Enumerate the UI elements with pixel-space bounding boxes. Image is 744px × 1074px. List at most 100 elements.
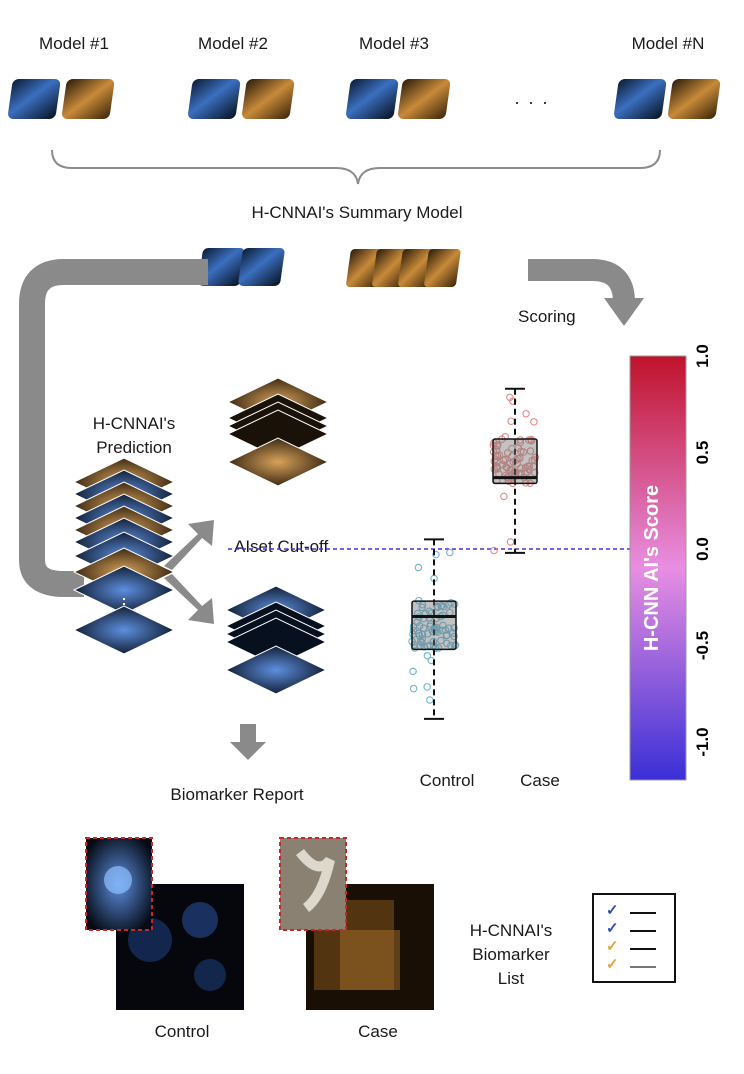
control-point (409, 622, 418, 631)
case-zoom-inset (279, 837, 347, 931)
y-ticks: 1.0 0.5 0.0 -0.5 -1.0 (693, 344, 712, 756)
control-point (426, 696, 434, 704)
y-tick-label: -0.5 (693, 631, 712, 660)
control-point (443, 639, 451, 648)
control-point (409, 684, 418, 693)
prediction-label-line2: Prediction (96, 438, 172, 457)
case-stack (226, 377, 330, 487)
down-arrow (230, 724, 266, 760)
case-point (499, 461, 507, 469)
control-point (417, 637, 425, 645)
control-point (423, 683, 431, 691)
control-point (439, 621, 447, 630)
biomarker-list-line1: H-CNNAI's (469, 921, 553, 940)
summary-blue-1 (198, 248, 245, 286)
case-point (500, 492, 508, 501)
biomarker-check-1: ✓ (606, 902, 666, 921)
model-3-orange-thumb (398, 79, 451, 119)
models-ellipsis: . . . (514, 88, 550, 108)
check-icon: ✓ (606, 902, 619, 919)
model-n-label: Model #N (631, 34, 705, 53)
model-2-label: Model #2 (198, 34, 268, 53)
y-tick-label: 0.5 (693, 441, 712, 465)
control-point (432, 627, 440, 635)
model-1-orange-thumb (62, 79, 115, 119)
biomarker-report-label: Biomarker Report (170, 785, 304, 804)
prediction-stack (72, 457, 176, 655)
model-1-label: Model #1 (39, 34, 109, 53)
case-point (507, 417, 515, 425)
loop-arrow (19, 259, 208, 597)
control-point (445, 624, 453, 632)
x-label-control: Control (419, 771, 475, 790)
bottom-case-panel (279, 837, 434, 1010)
x-label-case: Case (520, 771, 560, 790)
bottom-control-panel (85, 837, 244, 1010)
case-point (519, 448, 528, 456)
case-point (530, 418, 538, 426)
biomarker-check-4: ✓ (606, 956, 666, 975)
model-3-blue-thumb (346, 79, 399, 119)
stack-slice-9 (72, 565, 176, 615)
case-point (506, 538, 515, 546)
model-2-blue-thumb (188, 79, 241, 119)
summary-blue-2 (238, 248, 285, 286)
case-box (492, 438, 538, 485)
bottom-case-label: Case (358, 1022, 398, 1041)
prediction-label: H-CNNAI's Prediction (93, 412, 176, 460)
models-brace (51, 149, 661, 185)
summary-thumbnails (198, 248, 461, 287)
case-point (516, 436, 525, 444)
case-point (490, 465, 499, 473)
case-point (493, 442, 501, 450)
y-tick-label: 1.0 (693, 344, 712, 368)
model-3-label: Model #3 (359, 34, 429, 53)
control-point (423, 629, 432, 638)
case-point (528, 456, 536, 465)
check-icon: ✓ (606, 920, 619, 937)
control-stack (224, 585, 328, 695)
case-point (505, 459, 514, 468)
colorbar-label: H-CNN AI's Score (641, 485, 663, 651)
scoring-label: Scoring (518, 307, 576, 326)
case-point (499, 456, 508, 465)
control-point (447, 598, 455, 607)
model-n-orange-thumb (668, 79, 721, 119)
scoring-arrow (528, 259, 635, 303)
control-point (450, 624, 458, 632)
control-point (409, 667, 417, 676)
case-point (510, 468, 518, 476)
control-point (437, 636, 445, 645)
case-point (526, 447, 535, 455)
biomarker-check-2: ✓ (606, 920, 666, 939)
control-point (446, 548, 454, 557)
control-point (432, 623, 441, 632)
control-point (431, 644, 440, 653)
model-2-orange-thumb (242, 79, 295, 119)
box-plot (228, 387, 630, 720)
score-colorbar (629, 355, 687, 781)
case-point (490, 546, 498, 555)
case-point (508, 452, 516, 460)
case-point (493, 465, 502, 473)
biomarker-list-label: H-CNNAI's Biomarker List (470, 919, 553, 991)
biomarker-list-box: ✓ ✓ ✓ ✓ (592, 893, 676, 983)
y-tick-label: 0.0 (693, 537, 712, 561)
scoring-arrow-head (604, 298, 644, 326)
control-point (434, 644, 443, 652)
control-point (433, 602, 441, 610)
case-point (516, 454, 524, 463)
y-tick-label: -1.0 (693, 727, 712, 756)
control-point (414, 563, 423, 572)
case-point (522, 409, 530, 418)
summary-model-label: H-CNNAI's Summary Model (251, 203, 463, 222)
model-1-blue-thumb (8, 79, 61, 119)
biomarker-check-3: ✓ (606, 938, 666, 957)
bottom-control-label: Control (154, 1022, 210, 1041)
control-point (418, 603, 426, 612)
control-point (409, 626, 418, 635)
split-arrows (164, 520, 214, 624)
summary-orange-4 (424, 249, 461, 287)
biomarker-list-line2: Biomarker (472, 945, 550, 964)
